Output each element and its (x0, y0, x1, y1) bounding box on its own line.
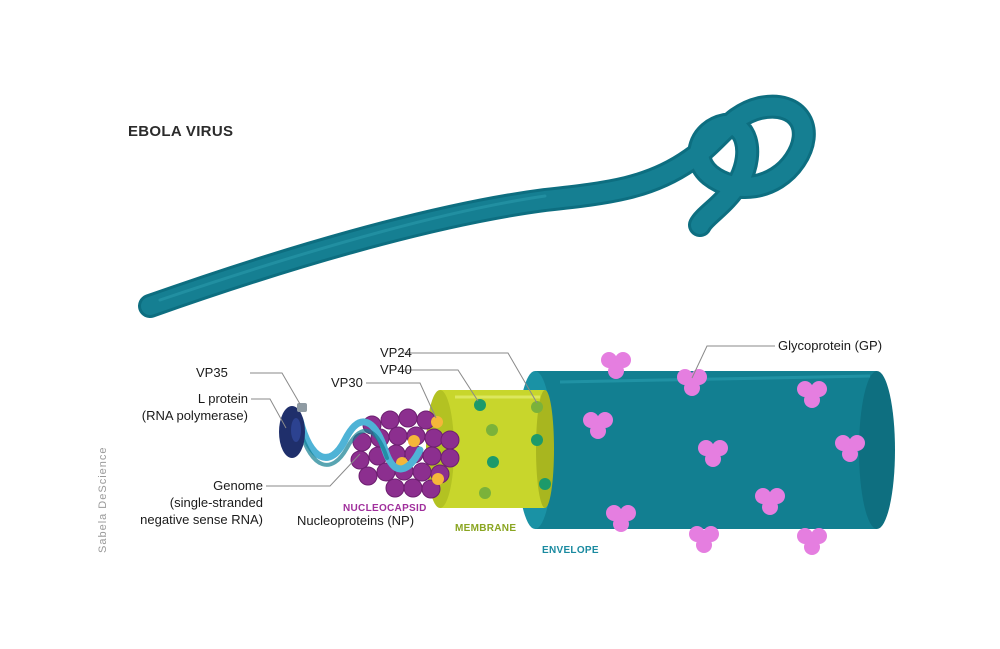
label-l-protein: L protein (198, 391, 248, 406)
matrix-proteins (474, 399, 551, 499)
membrane-cylinder (426, 390, 554, 508)
label-glycoprotein: Glycoprotein (GP) (778, 338, 882, 353)
label-l-protein-sub: (RNA polymerase) (142, 408, 248, 423)
label-genome: Genome (213, 478, 263, 493)
label-vp30: VP30 (331, 375, 363, 390)
credit-text: Sabela DeScience (97, 446, 109, 553)
label-vp35: VP35 (196, 365, 228, 380)
vp40-protein (474, 399, 486, 411)
label-genome-sub1: (single-stranded (170, 495, 263, 510)
vp35-protein (297, 403, 307, 412)
label-nucleocapsid: NUCLEOCAPSID (343, 503, 427, 514)
vp30-protein (431, 416, 443, 428)
label-vp24: VP24 (380, 345, 412, 360)
genome-rna-helix (296, 416, 424, 473)
label-nucleoproteins: Nucleoproteins (NP) (297, 513, 414, 528)
label-genome-sub2: negative sense RNA) (140, 512, 263, 527)
l-protein-disc (279, 406, 305, 458)
ebola-filament-illustration (138, 94, 816, 318)
label-vp40: VP40 (380, 362, 412, 377)
label-envelope: ENVELOPE (542, 545, 599, 556)
diagram-title: EBOLA VIRUS (128, 123, 233, 140)
vp24-protein (531, 401, 543, 413)
label-membrane: MEMBRANE (455, 523, 516, 534)
leader-lines (250, 345, 775, 487)
